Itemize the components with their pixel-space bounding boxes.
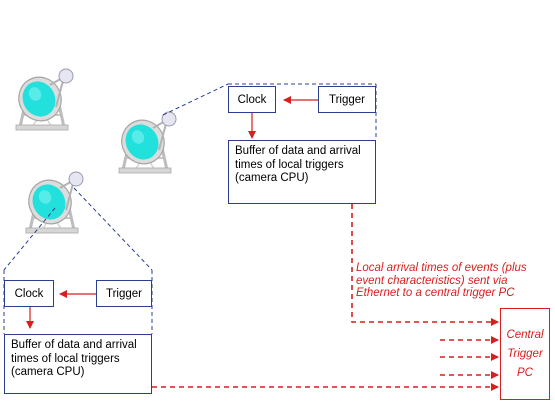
- upper-trigger-label: Trigger: [329, 93, 365, 106]
- lower-trigger-box: Trigger: [96, 280, 152, 307]
- internal-arrows: [26, 96, 318, 329]
- upper-trigger-box: Trigger: [318, 86, 376, 113]
- central-trigger-pc-label: Central Trigger PC: [506, 328, 544, 379]
- lower-buffer-box: Buffer of data and arrival times of loca…: [4, 334, 152, 394]
- telescope-icon: [19, 170, 85, 235]
- upper-buffer-box: Buffer of data and arrival times of loca…: [228, 140, 376, 204]
- upper-buffer-label: Buffer of data and arrival times of loca…: [235, 145, 361, 184]
- network-note: Local arrival times of events (plus even…: [356, 262, 527, 299]
- network-links: [152, 204, 499, 391]
- telescope-icon: [112, 110, 178, 175]
- lower-buffer-label: Buffer of data and arrival times of loca…: [11, 339, 137, 378]
- lower-clock-box: Clock: [4, 280, 54, 307]
- central-trigger-pc-box: Central Trigger PC: [500, 308, 550, 400]
- upper-clock-label: Clock: [237, 93, 267, 106]
- telescope-icon: [9, 67, 75, 132]
- lower-trigger-label: Trigger: [106, 287, 142, 300]
- upper-clock-box: Clock: [228, 86, 276, 113]
- lower-clock-label: Clock: [14, 287, 44, 300]
